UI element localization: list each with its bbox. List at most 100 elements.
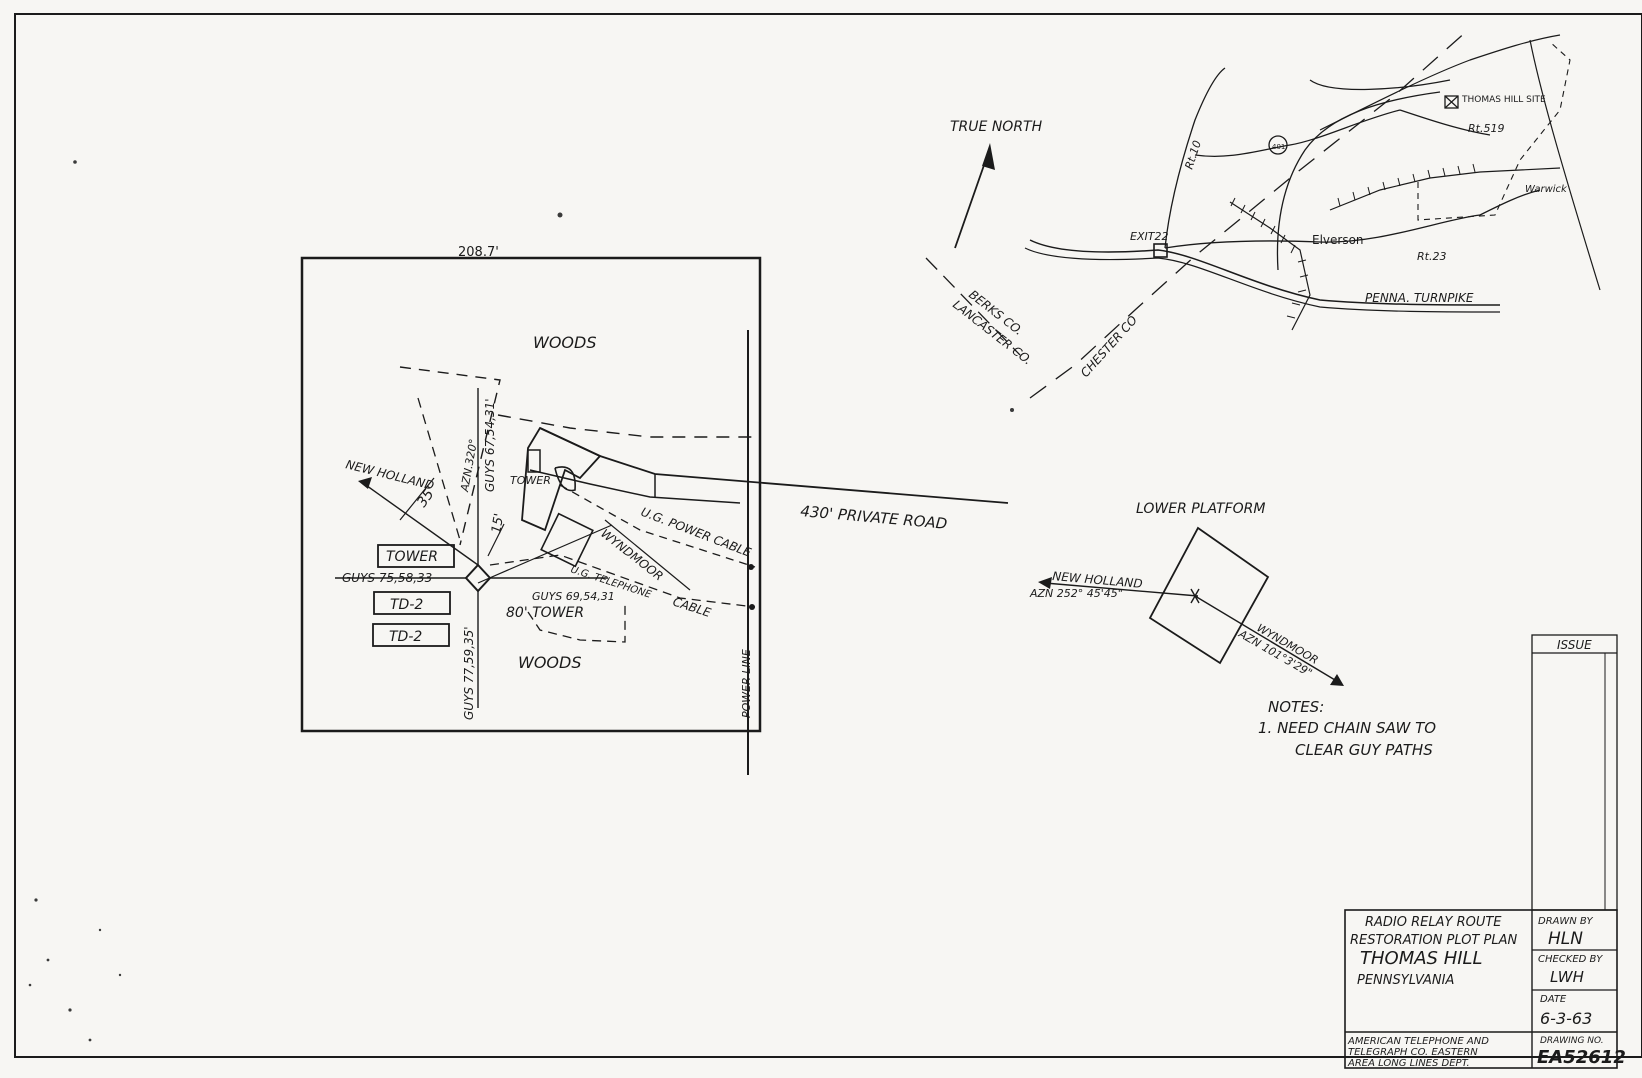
dashed-boundary [1417,41,1571,221]
woods-north-label: WOODS [533,333,596,352]
property-boundary [300,256,762,733]
private-road-south-edge [529,469,741,504]
chester-county-label: CHESTER CO [1078,313,1140,380]
railroad-ties [1230,197,1309,319]
berks-lancaster-line [925,257,1021,356]
equipment-box-tower [377,544,455,568]
plot-plan: 208.7' WOODS WOODS 430' PRIVATE ROAD TOW… [300,245,1009,775]
location-map: BERKS CO. LANCASTER CO. CHESTER CO Rt.10… [925,29,1601,399]
rt-519-road [1399,109,1491,136]
company-line-1: AMERICAN TELEPHONE AND [1347,1036,1489,1047]
north-road [1309,79,1451,91]
title-line-1: RADIO RELAY ROUTE [1365,915,1502,930]
title-line-3: THOMAS HILL [1360,948,1483,969]
equipment-box-td2-a [373,591,451,615]
cable-label: CABLE [671,595,713,621]
local-road [1276,91,1441,271]
company-line-2: TELEGRAPH CO. EASTERN [1348,1047,1478,1058]
checked-by-value: LWH [1550,968,1584,986]
lower-platform-outline [1148,526,1270,665]
north-arrow-head [982,143,995,170]
tower-label: TOWER [510,474,551,487]
title-line-2: RESTORATION PLOT PLAN [1350,933,1517,948]
turnpike-north-edge [1029,239,1501,306]
ug-power-cable-label: U.G. POWER CABLE [639,505,754,560]
telephone-cable-line [489,554,756,608]
dimension-35-line [399,477,435,521]
route-401-road [1194,109,1401,158]
wyndmoor-bearing-arrow [1330,674,1344,686]
true-north-label: TRUE NORTH [950,119,1043,135]
equipment-shed [540,512,594,568]
new-holland-bearing-arrow [1038,577,1052,589]
center-mark [1190,588,1200,604]
rt-23-road [1164,214,1481,249]
equipment-box-td2-a-label: TD-2 [390,597,423,613]
warwick-label: Warwick [1525,184,1568,195]
exit-22-label: EXIT22 [1130,230,1168,243]
drawn-by-label: DRAWN BY [1538,916,1594,927]
ug-power-cable-line [559,484,756,568]
title-line-4: PENNSYLVANIA [1357,973,1454,988]
power-line-label: POWER LINE [740,649,753,718]
company-line-3: AREA LONG LINES DEPT. [1347,1058,1470,1069]
turnpike-label: PENNA. TURNPIKE [1365,291,1474,305]
tower-footing [464,563,492,593]
date-value: 6-3-63 [1540,1009,1592,1028]
elverson-label: Elverson [1312,233,1364,247]
wyndmoor-bearing [1194,595,1341,684]
new-holland-azimuth-label: AZN 252° 45'45" [1029,587,1123,600]
guys-left-label: GUYS 75,58,33 [342,571,432,585]
power-pole [749,604,755,610]
power-pole [748,564,754,570]
route-401-shield [1268,135,1288,155]
new-holland-bearing [1044,582,1199,597]
tower-height-label: 80' TOWER [506,605,584,621]
wyndmoor-azimuth-extension [604,519,691,591]
drawing-number-value: EA52612 [1537,1047,1626,1068]
turnpike-south-edge [1024,247,1501,313]
thomas-hill-site-label: THOMAS HILL SITE [1461,95,1546,105]
rt-519-label: Rt.519 [1468,122,1504,135]
note-line-2: CLEAR GUY PATHS [1295,741,1433,759]
private-road-label: 430' PRIVATE ROAD [800,502,948,533]
exit-22-marker [1153,243,1168,258]
title-block-frame [1344,909,1618,1069]
new-holland-arrowhead [358,477,372,489]
clearing-outline [399,366,501,546]
route-401-label: 401 [1272,143,1285,151]
scan-specks [28,160,1014,1042]
rt-10-label: Rt.10 [1182,139,1203,171]
wyndmoor-label: WYNDMOOR [598,526,666,583]
private-road-north-edge [539,427,1009,504]
ridge-road [1319,34,1561,131]
notes-heading: NOTES: [1268,698,1324,716]
guys-upper-label: GUYS 67,54,31' [483,398,497,492]
guys-bottom-label: GUYS 77,59,35' [462,626,476,720]
clearing-outline-east [497,414,755,438]
site-marker-cross [1444,95,1459,109]
wyndmoor-azimuth-line [477,524,613,584]
rail-spur-ties [1337,163,1476,207]
equipment-box-td2-b [372,623,450,647]
rt-23-label: Rt.23 [1417,250,1446,263]
new-holland-label: NEW HOLLAND [344,457,435,492]
tower-base-marker [527,449,541,473]
date-label: DATE [1540,994,1567,1005]
issue-label: ISSUE [1557,638,1592,652]
generator-pad [554,466,576,492]
azimuth-tick-label: AZN.320° [458,438,480,494]
warwick-road [1479,189,1541,216]
drawn-by-value: HLN [1548,929,1583,949]
guys-right-label: GUYS 69,54,31 [532,590,615,603]
site-marker-icon [1444,95,1459,109]
title-block: ISSUE RADIO RELAY ROUTE RESTORATION PLOT… [1344,634,1626,1069]
drawing-number-label: DRAWING NO. [1540,1036,1604,1046]
lower-platform-title: LOWER PLATFORM [1136,501,1266,517]
dimension-top: 208.7' [458,245,499,260]
dimension-15-line [487,523,505,557]
notes: NOTES: 1. NEED CHAIN SAW TO CLEAR GUY PA… [1258,698,1436,759]
new-holland-azimuth-line [362,482,479,566]
tower-clearing-arc [527,600,626,643]
